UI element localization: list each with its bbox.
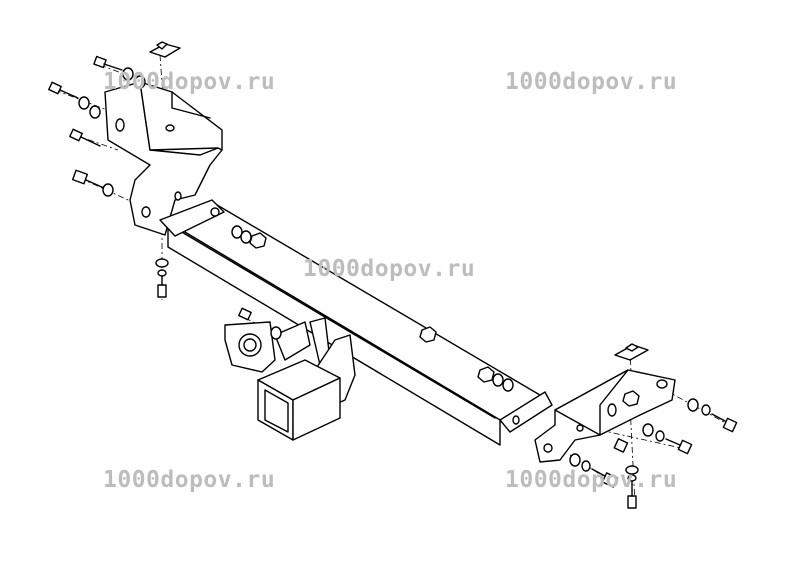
left-mounting-bracket — [104, 81, 223, 236]
square-hitch-receiver — [257, 359, 341, 441]
left-clip-plate — [149, 41, 181, 58]
electrical-socket-plate — [224, 321, 311, 373]
bolt — [48, 55, 252, 321]
towbar-crossbeam — [159, 199, 553, 446]
right-clip-plate — [614, 343, 649, 361]
nut — [249, 232, 640, 407]
washer — [78, 67, 711, 482]
right-mounting-bracket — [534, 369, 676, 463]
bolt — [591, 413, 738, 509]
